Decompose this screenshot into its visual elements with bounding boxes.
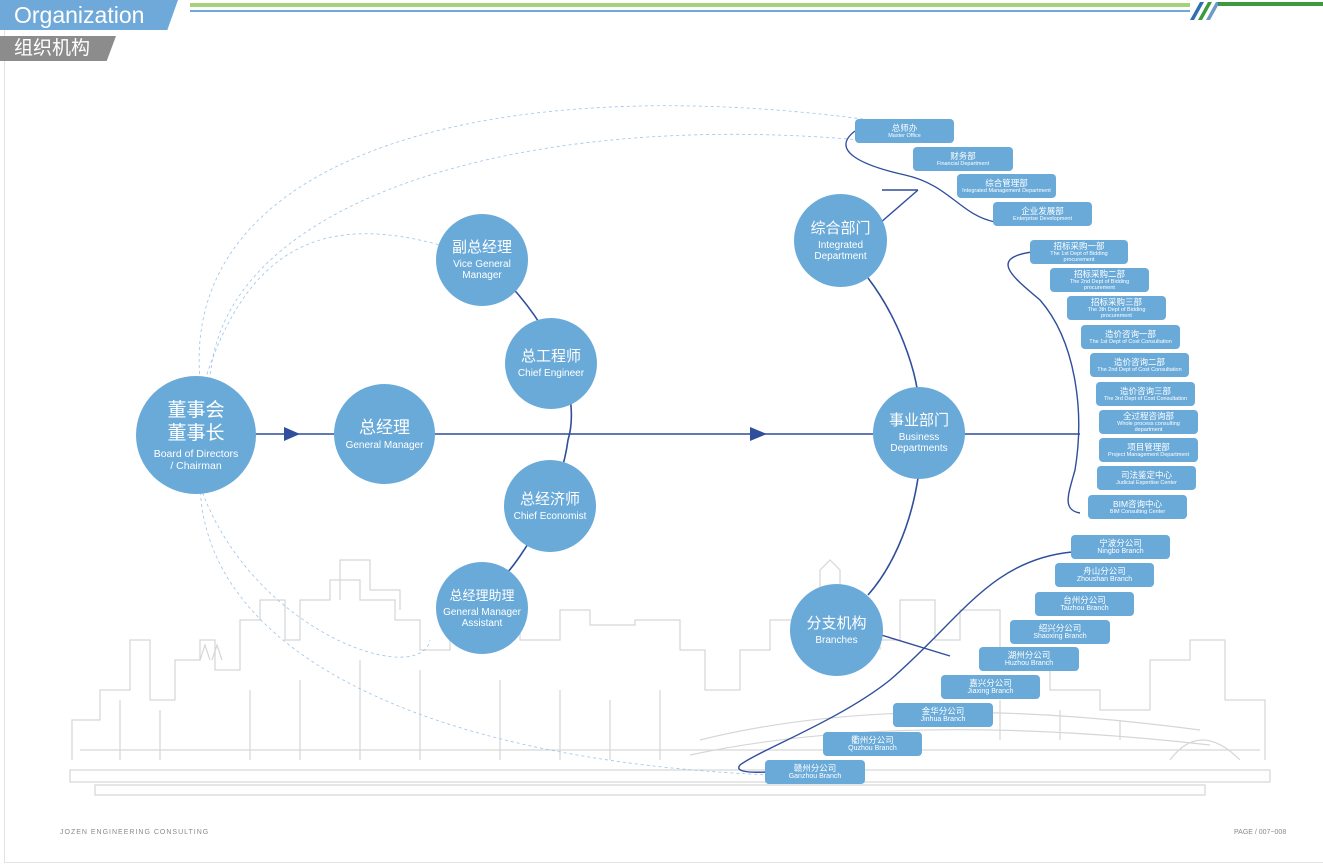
node-integrated-department: 综合部门 Integrated Department	[794, 194, 887, 287]
unit-master-office: 总师办 Master Office	[855, 119, 954, 143]
node-vice-general-manager: 副总经理 Vice General Manager	[436, 214, 528, 306]
decorative-dashed-arcs	[194, 105, 871, 776]
branch-zhoushan: 舟山分公司 Zhoushan Branch	[1055, 563, 1154, 587]
branch-jinhua: 金华分公司 Jinhua Branch	[893, 703, 993, 727]
branch-shaoxing: 绍兴分公司 Shaoxing Branch	[1010, 620, 1110, 644]
node-branches: 分支机构 Branches	[790, 584, 883, 676]
unit-integrated-management: 综合管理部 Integrated Management Department	[957, 174, 1056, 198]
node-chief-engineer: 总工程师 Chief Engineer	[505, 318, 597, 409]
branch-ningbo: 宁波分公司 Ningbo Branch	[1071, 535, 1170, 559]
arrow-icons	[284, 427, 767, 441]
node-business-departments: 事业部门 Business Departments	[873, 387, 965, 479]
header-line-blue	[190, 10, 1190, 12]
header-line-green	[190, 3, 1190, 7]
header-line-dark-green	[1218, 2, 1323, 6]
footer-company-name: JOZEN ENGINEERING CONSULTING	[60, 829, 210, 836]
branch-ganzhou: 赣州分公司 Ganzhou Branch	[765, 760, 865, 784]
unit-bidding-dept-1: 招标采购一部 The 1st Dept of Bidding procureme…	[1030, 240, 1128, 264]
branch-jiaxing: 嘉兴分公司 Jiaxing Branch	[941, 675, 1040, 699]
title-english: Organization	[0, 0, 178, 30]
unit-enterprise-development: 企业发展部 Enterprise Development	[993, 202, 1092, 226]
unit-bidding-dept-2: 招标采购二部 The 2nd Dept of Bidding procureme…	[1050, 268, 1149, 292]
branch-huzhou: 湖州分公司 Huzhou Branch	[979, 647, 1079, 671]
page-frame-bottom	[4, 862, 1323, 863]
node-general-manager: 总经理 General Manager	[334, 384, 435, 484]
company-logo-icon	[1190, 2, 1220, 20]
arrow-right-icon	[750, 427, 767, 441]
title-chinese: 组织机构	[0, 36, 116, 61]
unit-cost-consultation-1: 造价咨询一部 The 1st Dept of Cost Consultation	[1081, 325, 1180, 349]
arrow-right-icon	[284, 427, 300, 441]
unit-cost-consultation-2: 造价咨询二部 The 2nd Dept of Cost Consultation	[1090, 353, 1189, 377]
node-chief-economist: 总经济师 Chief Economist	[504, 460, 596, 552]
branch-taizhou: 台州分公司 Taizhou Branch	[1035, 592, 1134, 616]
unit-cost-consultation-3: 造价咨询三部 The 3rd Dept of Cost Consultation	[1096, 382, 1195, 406]
page-frame-left	[4, 30, 5, 862]
unit-project-management: 项目管理部 Project Management Department	[1099, 438, 1198, 462]
node-board-chairman: 董事会 董事长 Board of Directors / Chairman	[136, 376, 256, 494]
unit-financial-department: 财务部 Financial Department	[913, 147, 1013, 171]
node-general-manager-assistant: 总经理助理 General Manager Assistant	[436, 562, 528, 654]
unit-bidding-dept-3: 招标采购三部 The 3th Dept of Bidding procureme…	[1067, 296, 1166, 320]
unit-whole-process-consulting: 全过程咨询部 Whole process consulting departme…	[1099, 410, 1198, 434]
footer-page-number: PAGE / 007~008	[1234, 829, 1287, 836]
branch-quzhou: 衢州分公司 Quzhou Branch	[823, 732, 922, 756]
unit-bim-consulting: BIM咨询中心 BIM Consulting Center	[1088, 495, 1187, 519]
unit-judicial-expertise: 司法鉴定中心 Judicial Expertise Center	[1097, 466, 1196, 490]
